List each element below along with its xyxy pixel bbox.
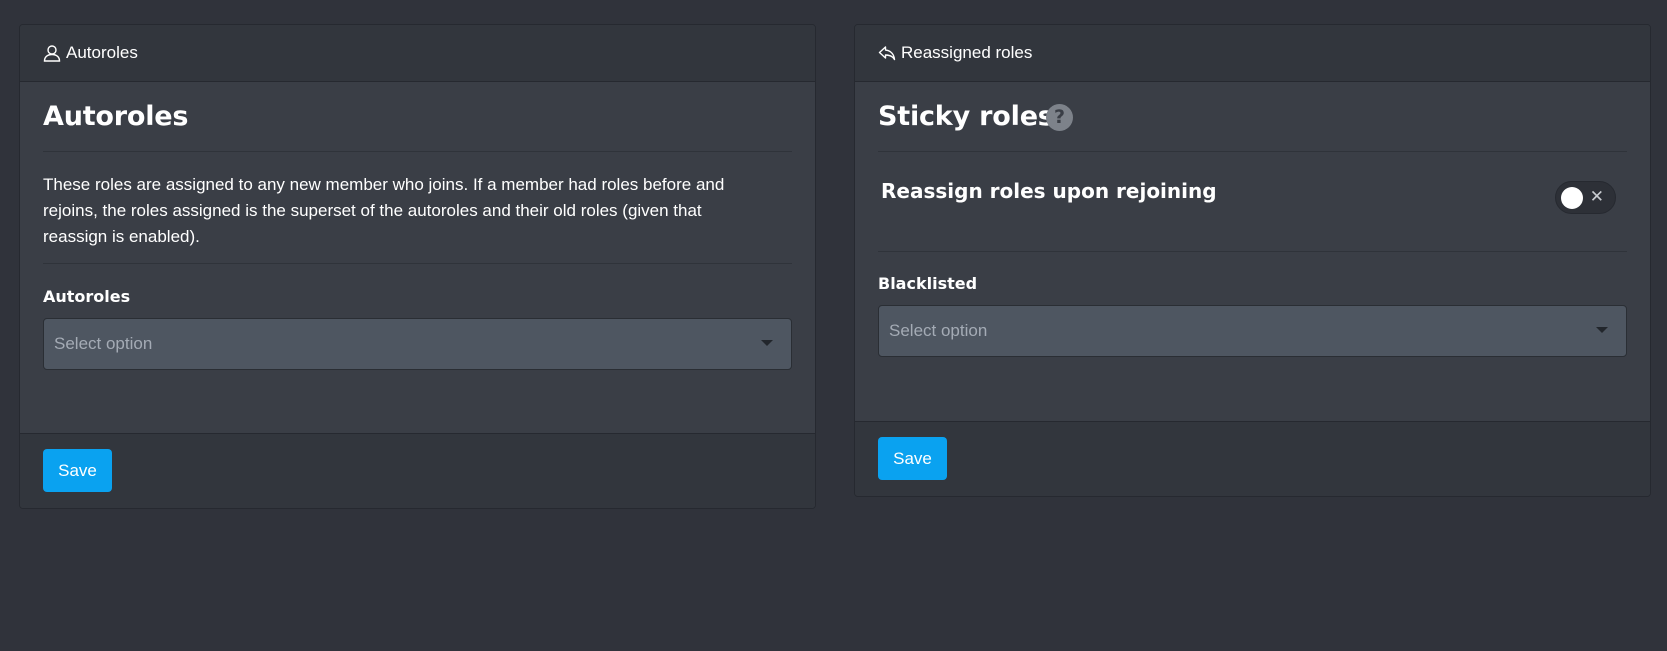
chevron-down-icon [761, 340, 773, 346]
card-footer: Save [20, 433, 815, 508]
card-header-title: Autoroles [66, 43, 138, 62]
reply-arrow-icon [878, 44, 896, 62]
toggle-label: Reassign roles upon rejoining [881, 179, 1217, 203]
select-placeholder: Select option [54, 334, 153, 353]
section-title: Autoroles [43, 101, 189, 132]
autoroles-select[interactable]: Select option [43, 318, 792, 370]
save-button[interactable]: Save [43, 449, 112, 492]
question-circle-icon[interactable]: ? [1046, 104, 1073, 131]
chevron-down-icon [1596, 327, 1608, 333]
close-icon: ✕ [1589, 187, 1604, 207]
divider [878, 151, 1627, 152]
save-button[interactable]: Save [878, 437, 947, 480]
divider [43, 263, 792, 264]
user-icon [43, 44, 61, 62]
divider [878, 251, 1627, 252]
card-footer: Save [855, 421, 1650, 496]
blacklisted-field-label: Blacklisted [878, 274, 978, 293]
card-header-title: Reassigned roles [901, 43, 1033, 62]
autoroles-field-label: Autoroles [43, 287, 131, 306]
blacklisted-select[interactable]: Select option [878, 305, 1627, 357]
reassigned-roles-card: Reassigned roles Sticky roles ? Reassign… [854, 24, 1651, 497]
card-header: Reassigned roles [855, 25, 1650, 82]
toggle-knob [1561, 187, 1583, 209]
card-header: Autoroles [20, 25, 815, 82]
autoroles-card: Autoroles Autoroles These roles are assi… [19, 24, 816, 509]
reassign-toggle[interactable]: ✕ [1555, 181, 1616, 214]
select-placeholder: Select option [889, 321, 988, 340]
divider [43, 151, 792, 152]
description-text: These roles are assigned to any new memb… [43, 175, 725, 246]
section-title: Sticky roles [878, 101, 1054, 132]
